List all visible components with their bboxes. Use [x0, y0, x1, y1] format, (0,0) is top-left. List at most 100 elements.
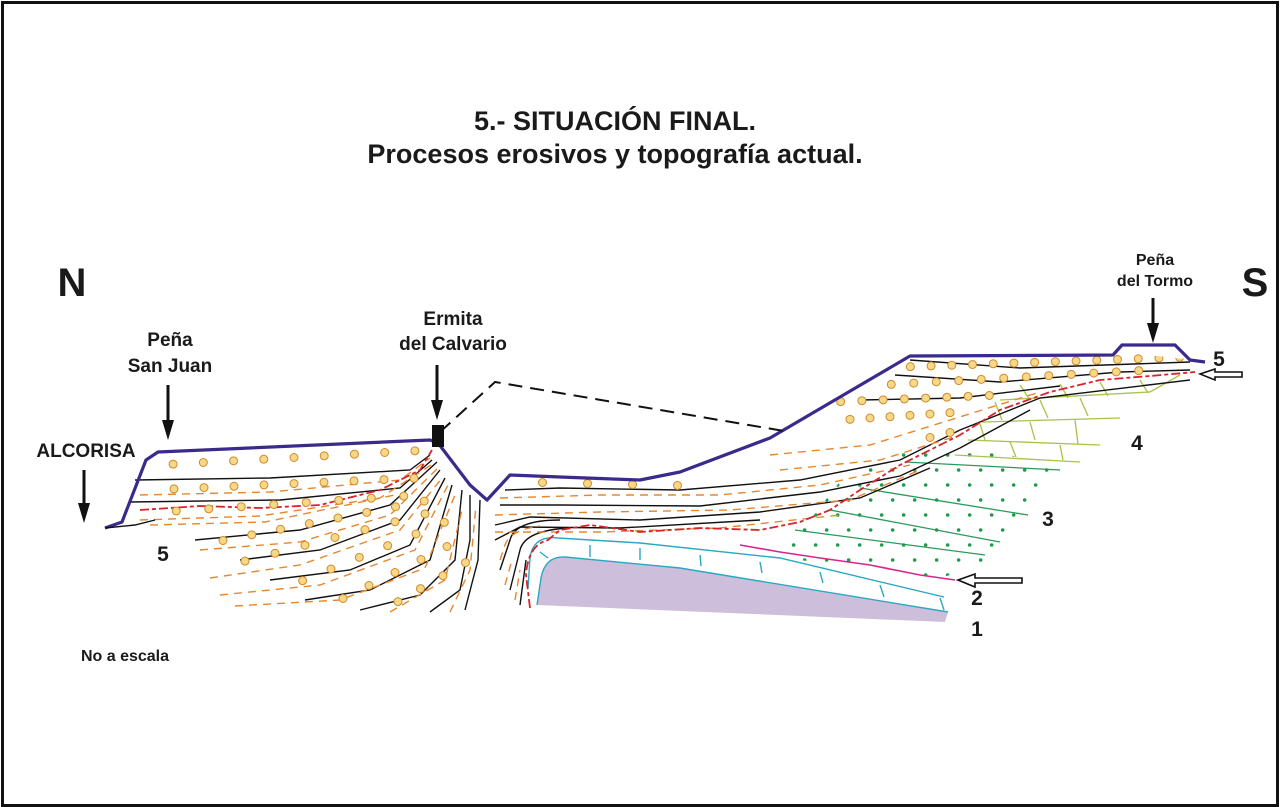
sandstone-dot	[934, 498, 939, 502]
sandstone-dot	[1022, 498, 1027, 502]
conglomerate-pebble	[229, 481, 239, 491]
eroded-surface-dashed	[439, 380, 791, 433]
sandstone-dot	[1000, 528, 1005, 532]
conglomerate-pebble	[349, 476, 359, 486]
sandstone-dot	[934, 468, 939, 472]
conglomerate-pebble	[270, 548, 280, 558]
conglomerate-pebble	[931, 377, 941, 387]
conglomerate-pebble	[416, 555, 426, 564]
conglomerate-pebble	[1021, 372, 1031, 382]
sandstone-dot	[824, 528, 829, 532]
unconformity-arrow-upper-icon	[1197, 367, 1243, 382]
sandstone-dot	[791, 573, 796, 577]
sandstone-dot	[1011, 483, 1016, 487]
scale-note: No a escala	[81, 648, 169, 665]
conglomerate-pebble	[999, 373, 1009, 383]
sandstone-dot	[923, 513, 928, 517]
conglomerate-pebble	[198, 458, 208, 467]
sandstone-dot	[901, 543, 906, 547]
sandstone-dot	[912, 558, 917, 562]
conglomerate-pebble	[538, 478, 547, 487]
conglomerate-pebble	[984, 390, 994, 400]
conglomerate-pebble	[171, 506, 181, 516]
pena-san-juan-arrow-icon	[162, 385, 174, 440]
conglomerate-pebble	[269, 500, 279, 510]
unit-4-label: 4	[1131, 432, 1143, 455]
sandstone-dot	[791, 453, 796, 457]
conglomerate-pebble	[410, 446, 420, 456]
conglomerate-pebble	[229, 456, 239, 466]
sandstone-dot	[1011, 573, 1016, 577]
conglomerate-pebble	[925, 433, 935, 442]
conglomerate-pebble	[259, 480, 269, 490]
sandstone-dot	[857, 543, 862, 547]
sandstone-dot	[879, 543, 884, 547]
conglomerate-pebble	[301, 497, 311, 507]
conglomerate-pebble	[289, 453, 299, 462]
conglomerate-pebble	[1133, 354, 1143, 364]
pena-del-tormo-arrow-icon	[1147, 298, 1159, 343]
conglomerate-pebble	[976, 374, 986, 384]
south-label: S	[1242, 261, 1269, 305]
unit-2-label: 2	[971, 587, 983, 610]
conglomerate-pebble	[1113, 355, 1122, 364]
pena-san-juan-label-2: San Juan	[128, 356, 212, 377]
conglomerate-pebble	[380, 448, 390, 457]
conglomerate-pebble	[442, 542, 452, 551]
sandstone-dot	[1033, 543, 1038, 547]
conglomerate-pebble	[905, 362, 915, 372]
conglomerate-pebble	[319, 451, 329, 461]
sandstone-dot	[1022, 528, 1027, 532]
sandstone-dot	[956, 468, 961, 472]
sandstone-dot	[923, 453, 928, 457]
conglomerate-pebble	[300, 540, 310, 550]
conglomerate-pebble	[399, 491, 409, 501]
conglomerate-pebble	[963, 391, 973, 401]
sandstone-dot	[813, 513, 818, 517]
conglomerate-pebble	[865, 413, 875, 423]
conglomerate-pebble	[1030, 357, 1040, 367]
conglomerate-pebble	[583, 479, 592, 488]
sandstone-dot	[802, 468, 807, 472]
conglomerate-pebble	[438, 571, 448, 581]
sandstone-dot	[835, 483, 840, 487]
sandstone-dot	[791, 513, 796, 517]
sandstone-dot	[813, 543, 818, 547]
sandstone-dot	[846, 558, 851, 562]
conglomerate-pebble	[349, 449, 359, 459]
conglomerate-pebble	[333, 513, 343, 523]
conglomerate-pebble	[420, 509, 430, 519]
sandstone-dot	[1067, 498, 1071, 502]
conglomerate-pebble	[383, 541, 393, 551]
sandstone-dot	[857, 513, 862, 517]
pena-san-juan-label-1: Peña	[147, 330, 193, 351]
sandstone-dot	[1044, 468, 1049, 472]
sandstone-dot	[945, 513, 950, 517]
sandstone-dot	[1022, 468, 1027, 472]
sandstone-dot	[956, 528, 961, 532]
conglomerate-pebble	[926, 361, 936, 371]
conglomerate-pebble	[354, 552, 364, 562]
sandstone-dot	[1044, 498, 1049, 502]
sandstone-dot	[1067, 468, 1071, 472]
sandstone-dot	[978, 528, 983, 532]
conglomerate-pebble	[885, 412, 895, 422]
conglomerate-pebble	[857, 396, 867, 406]
conglomerate-pebble	[1066, 369, 1076, 379]
conglomerate-pebble	[942, 392, 952, 402]
conglomerate-pebble	[366, 493, 376, 503]
conglomerate-pebble	[1089, 368, 1099, 378]
sandstone-dot	[890, 558, 895, 562]
sandstone-dot	[824, 468, 829, 472]
conglomerate-pebble	[391, 502, 400, 512]
sandstone-dot	[1033, 483, 1038, 487]
conglomerate-pebble	[379, 475, 389, 485]
sandstone-dot	[879, 513, 884, 517]
sandstone-dot	[1000, 498, 1005, 502]
conglomerate-pebble	[1134, 366, 1144, 376]
conglomerate-pebble	[419, 496, 429, 506]
sandstone-dot	[835, 543, 840, 547]
pena-del-tormo-label-1: Peña	[1136, 252, 1174, 269]
conglomerate-pebble	[247, 530, 257, 540]
